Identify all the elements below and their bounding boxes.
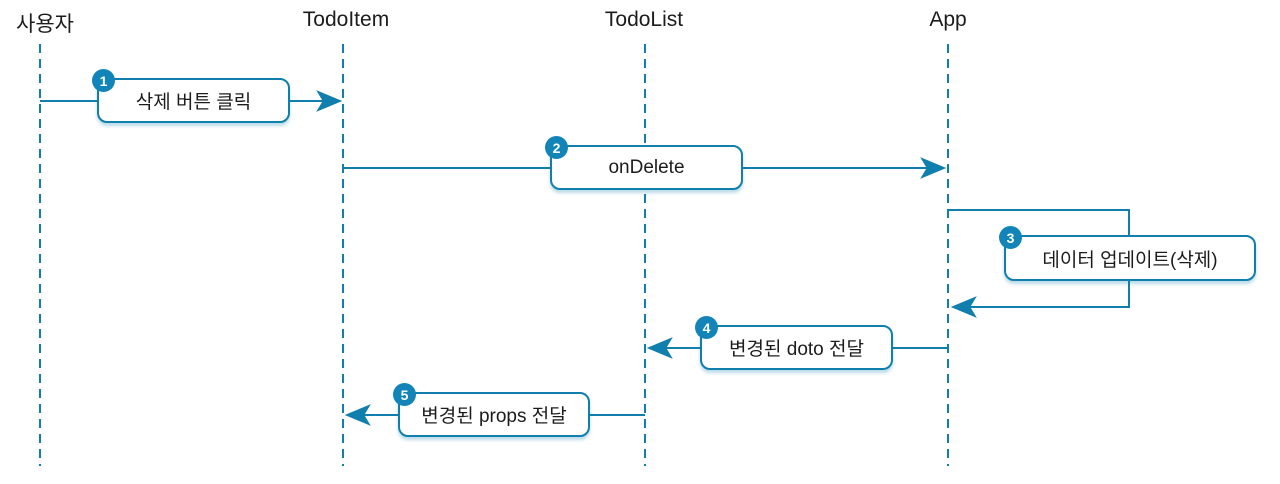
message-box-4: 4 변경된 doto 전달 xyxy=(695,316,893,370)
step-badge-5: 5 xyxy=(393,383,416,406)
message-label-5: 변경된 props 전달 xyxy=(421,406,567,427)
actor-label-user: 사용자 xyxy=(16,13,74,36)
message-label-1: 삭제 버튼 클릭 xyxy=(135,92,252,113)
message-label-4: 변경된 doto 전달 xyxy=(729,339,864,360)
message-label-2: onDelete xyxy=(608,156,685,178)
message-box-3: 3 데이터 업데이트(삭제) xyxy=(999,226,1256,281)
message-box-1: 1 삭제 버튼 클릭 xyxy=(92,69,290,123)
actor-label-app: App xyxy=(929,8,967,31)
message-box-5: 5 변경된 props 전달 xyxy=(393,383,590,437)
actor-label-todolist: TodoList xyxy=(604,8,684,31)
lifelines xyxy=(39,44,949,466)
step-badge-1: 1 xyxy=(92,69,115,92)
actor-label-todoitem: TodoItem xyxy=(302,8,390,31)
step-badge-3: 3 xyxy=(999,226,1022,249)
step-badge-2: 2 xyxy=(545,136,568,159)
step-badge-4: 4 xyxy=(695,316,718,339)
message-label-3: 데이터 업데이트(삭제) xyxy=(1042,249,1218,271)
message-box-2: 2 onDelete xyxy=(545,136,743,190)
